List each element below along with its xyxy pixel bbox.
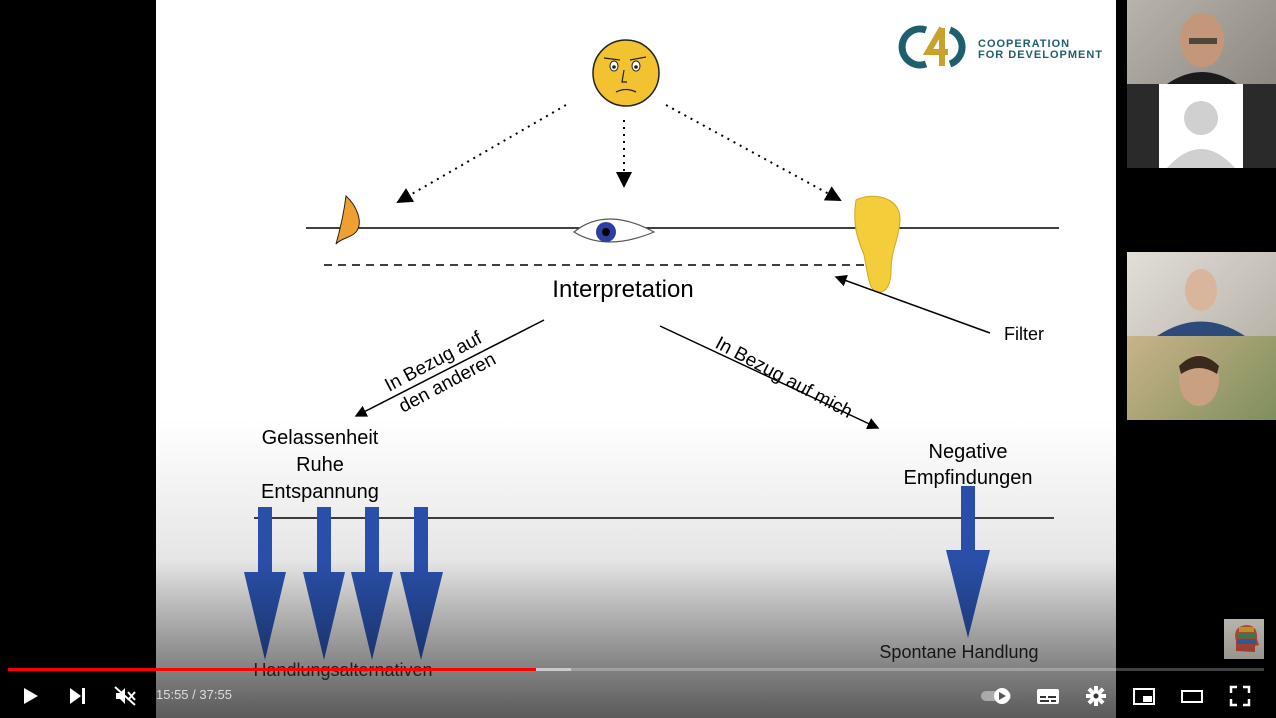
participant-video-4 [1127, 336, 1276, 420]
ear-icon [854, 195, 901, 293]
sun-face-icon [592, 39, 660, 107]
subtitles-icon [1037, 689, 1059, 704]
settings-button[interactable] [1080, 680, 1112, 712]
person-icon [1157, 269, 1245, 336]
time-display: 15:55 / 37:55 [156, 687, 232, 702]
left-state-2: Ruhe [296, 454, 344, 476]
fullscreen-button[interactable] [1224, 680, 1256, 712]
theater-mode-button[interactable] [1176, 680, 1208, 712]
slide-diagram: COOPERATION FOR DEVELOPMENT [156, 25, 1116, 718]
play-icon [24, 688, 38, 704]
participant-video-3 [1127, 252, 1276, 336]
participant-video-2-camera-off [1127, 84, 1276, 168]
duration: 37:55 [199, 687, 232, 702]
avatar-placeholder-icon [1167, 101, 1235, 168]
left-state-1: Gelassenheit [262, 427, 379, 449]
fullscreen-icon [1229, 685, 1251, 707]
eye-icon [572, 218, 656, 243]
right-branch-label: In Bezug auf mich [712, 333, 856, 423]
presentation-slide: COOPERATION FOR DEVELOPMENT [156, 0, 1116, 718]
settings-gear-icon [1086, 686, 1106, 706]
autoplay-toggle[interactable] [980, 680, 1014, 712]
filter-label: Filter [1004, 324, 1044, 344]
subtitles-button[interactable] [1032, 680, 1064, 712]
participant-video-1 [1127, 0, 1276, 84]
channel-watermark[interactable] [1224, 619, 1264, 659]
head-logo-icon [1235, 625, 1259, 652]
right-state-2: Empfindungen [904, 467, 1033, 489]
mute-button[interactable] [109, 680, 141, 712]
interpretation-label: Interpretation [552, 276, 693, 303]
person-icon [1167, 13, 1237, 84]
person-icon [1179, 354, 1219, 406]
logo-text-line1: COOPERATION [978, 38, 1070, 50]
miniplayer-icon [1133, 688, 1155, 705]
current-time: 15:55 [156, 687, 189, 702]
progress-played [8, 668, 536, 671]
progress-bar[interactable] [8, 667, 1264, 672]
autoplay-toggle-icon [981, 688, 1011, 704]
play-button[interactable] [14, 680, 46, 712]
next-icon [70, 688, 85, 704]
right-result-label: Spontane Handlung [879, 642, 1038, 662]
theater-mode-icon [1181, 690, 1203, 703]
next-button[interactable] [61, 680, 93, 712]
c4d-logo [898, 25, 966, 69]
nose-icon [335, 194, 360, 245]
miniplayer-button[interactable] [1128, 680, 1160, 712]
right-state-1: Negative [929, 441, 1008, 463]
mute-icon [114, 686, 136, 706]
left-state-3: Entspannung [261, 481, 379, 503]
time-separator: / [188, 687, 200, 702]
logo-text-line2: FOR DEVELOPMENT [978, 49, 1103, 61]
